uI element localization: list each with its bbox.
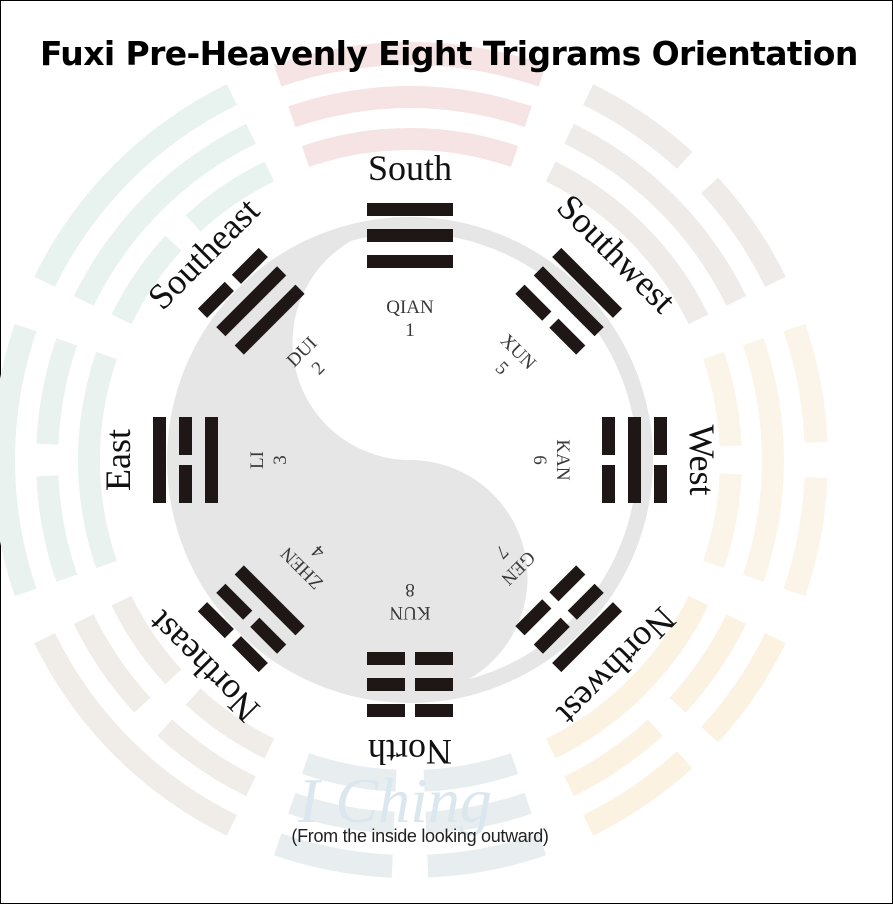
outer-ring-line [564,614,747,797]
trigram-name: KAN [552,439,573,480]
outer-ring-line [301,127,519,167]
outer-ring-line [564,123,747,306]
outer-ring-line [73,614,256,797]
trigram-number: 6 [529,455,550,465]
outer-ring-line [0,323,37,597]
yin-yang-symbol [167,217,653,703]
outer-ring-line [703,351,742,569]
page-title: Fuxi Pre-Heavenly Eight Trigrams Orienta… [40,34,858,73]
trigram-number: 1 [405,320,415,341]
outer-ring-line [111,595,275,759]
outer-ring-line [36,338,78,582]
outer-ring-trigrams [0,41,828,878]
outer-ring-line [111,161,275,325]
outer-ring-line [288,792,532,834]
svg-text:I Ching: I Ching [297,765,492,836]
trigram-number: 8 [405,579,415,600]
direction-label: South [368,148,452,188]
outer-ring-line [583,633,786,836]
outer-ring-line [783,323,828,597]
outer-ring-line [545,161,709,325]
trigram-number: 2 [308,358,330,380]
trigram-number: 3 [270,455,291,465]
outer-ring-line [273,41,547,87]
direction-label: East [98,429,138,491]
trigram-name: KUN [389,602,430,623]
outer-ring-line [288,85,532,128]
trigram-name: QIAN [386,297,434,318]
caption: (From the inside looking outward) [291,826,549,846]
outer-ring-line [34,84,237,287]
watermark-logo: I Ching [297,765,492,836]
outer-ring-line [742,338,785,582]
direction-label: West [682,424,722,495]
outer-ring-line [545,595,709,759]
outer-ring-line [301,753,519,792]
outer-ring-line [583,84,786,287]
outer-ring-line [78,351,117,569]
outer-ring-line [273,833,547,878]
trigram-name: LI [247,451,268,469]
outer-ring-line [34,633,237,836]
outer-ring-line [73,123,256,306]
direction-label: North [368,732,452,772]
trigram-number: 5 [491,358,513,380]
